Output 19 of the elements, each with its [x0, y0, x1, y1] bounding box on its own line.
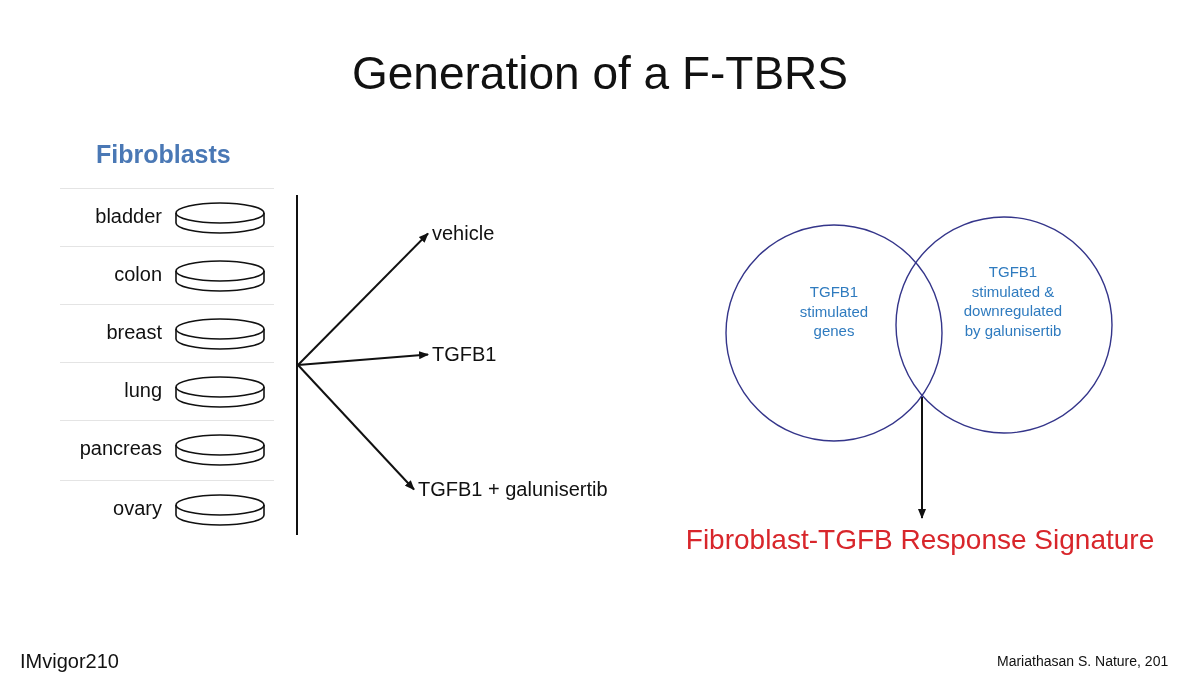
citation-text: Mariathasan S. Nature, 201	[997, 653, 1169, 669]
treatment-label: TGFB1	[432, 343, 497, 366]
group-heading: Fibroblasts	[96, 140, 231, 169]
tissue-label: lung	[124, 379, 162, 402]
arrow	[297, 364, 415, 491]
tissue-label: breast	[106, 321, 162, 344]
arrow	[297, 232, 429, 366]
venn-label: TGFB1 stimulated & downregulated by galunisertib	[962, 262, 1064, 340]
venn-label: TGFB1 stimulated genes	[798, 282, 870, 341]
tissue-label: bladder	[95, 205, 162, 228]
slide-title: Generation of a F-TBRS	[351, 46, 849, 100]
tissue-label: ovary	[113, 497, 162, 520]
result-heading: Fibroblast-TGFB Response Signature	[600, 524, 1200, 556]
treatment-label: TGFB1 + galunisertib	[418, 478, 608, 501]
treatment-label: vehicle	[432, 222, 495, 245]
tissue-label: colon	[114, 263, 162, 286]
tissue-label: pancreas	[79, 437, 162, 460]
arrow	[297, 351, 429, 366]
study-label: IMvigor210	[20, 650, 119, 673]
